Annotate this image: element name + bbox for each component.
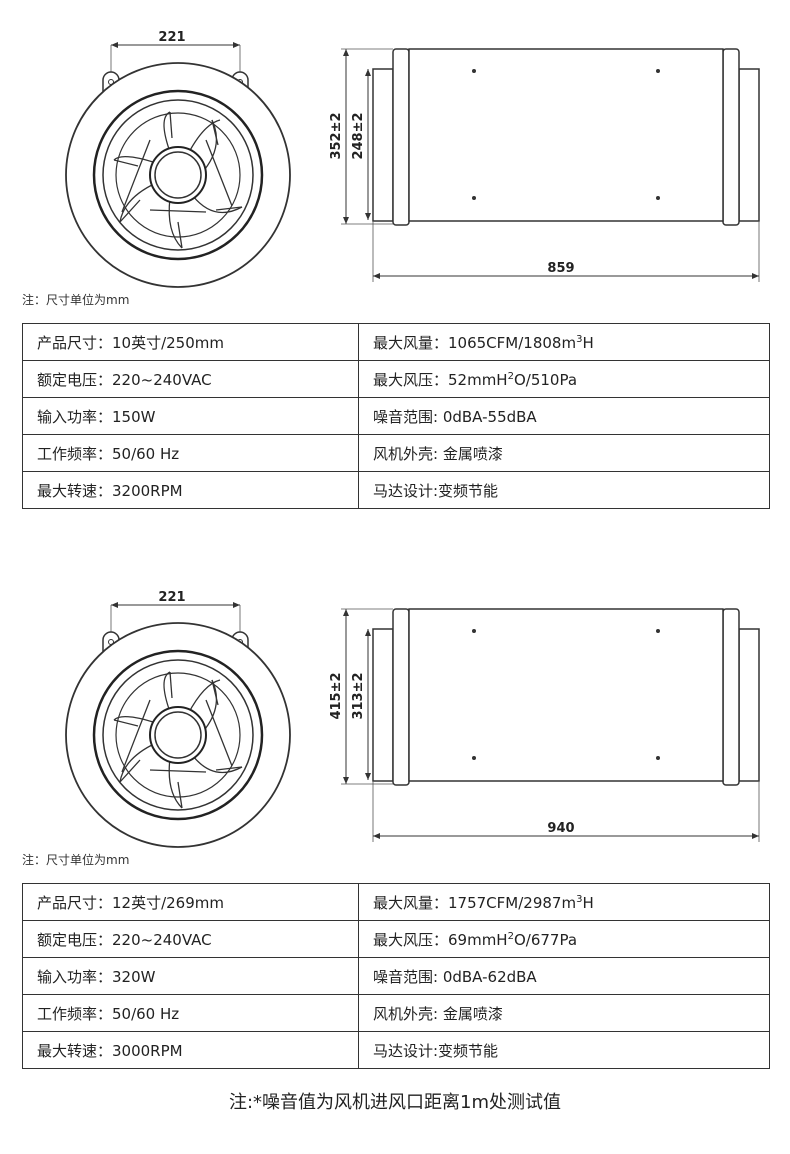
product-spec-section: 221: [0, 560, 790, 1120]
spec-cell: 马达设计:变频节能: [358, 471, 770, 509]
spec-cell: 噪音范围: 0dBA-62dBA: [358, 957, 770, 995]
front-width-label: 221: [158, 590, 185, 605]
table-row: 输入功率：150W 噪音范围: 0dBA-55dBA: [22, 397, 770, 435]
table-row: 产品尺寸：12英寸/269mm 最大风量：1757CFM/2987m3H: [22, 883, 770, 921]
spec-cell: 产品尺寸：10英寸/250mm: [22, 323, 359, 361]
spec-cell: 输入功率：150W: [22, 397, 359, 435]
outer-diameter-label: 352±2: [329, 112, 344, 159]
spec-cell: 风机外壳: 金属喷漆: [358, 434, 770, 472]
inner-diameter-label: 313±2: [351, 672, 366, 719]
technical-drawing: 221: [65, 590, 760, 848]
table-row: 产品尺寸：10英寸/250mm 最大风量：1065CFM/1808m3H: [22, 323, 770, 361]
spec-cell: 额定电压：220~240VAC: [22, 360, 359, 398]
length-label: 940: [547, 821, 574, 836]
spec-cell: 输入功率：320W: [22, 957, 359, 995]
spec-cell: 工作频率：50/60 Hz: [22, 994, 359, 1032]
spec-table: 产品尺寸：10英寸/250mm 最大风量：1065CFM/1808m3H 额定电…: [22, 323, 770, 509]
table-row: 额定电压：220~240VAC 最大风压：69mmH2O/677Pa: [22, 920, 770, 958]
table-row: 最大转速：3000RPM 马达设计:变频节能: [22, 1031, 770, 1069]
unit-note: 注：尺寸单位为mm: [22, 293, 130, 307]
inner-diameter-label: 248±2: [351, 112, 366, 159]
spec-cell: 最大风量：1065CFM/1808m3H: [358, 323, 770, 361]
spec-cell: 工作频率：50/60 Hz: [22, 434, 359, 472]
spec-cell: 最大转速：3200RPM: [22, 471, 359, 509]
spec-cell: 风机外壳: 金属喷漆: [358, 994, 770, 1032]
outer-diameter-label: 415±2: [329, 672, 344, 719]
table-row: 最大转速：3200RPM 马达设计:变频节能: [22, 471, 770, 509]
spec-cell: 产品尺寸：12英寸/269mm: [22, 883, 359, 921]
table-row: 额定电压：220~240VAC 最大风压：52mmH2O/510Pa: [22, 360, 770, 398]
side-view-drawing: 415±2 313±2 940: [329, 608, 760, 842]
table-row: 输入功率：320W 噪音范围: 0dBA-62dBA: [22, 957, 770, 995]
spec-cell: 噪音范围: 0dBA-55dBA: [358, 397, 770, 435]
spec-cell: 额定电压：220~240VAC: [22, 920, 359, 958]
spec-cell: 最大转速：3000RPM: [22, 1031, 359, 1069]
length-label: 859: [547, 261, 574, 276]
spec-cell: 最大风量：1757CFM/2987m3H: [358, 883, 770, 921]
front-width-label: 221: [158, 30, 185, 45]
side-view-drawing: 352±2 248±2 859: [329, 48, 760, 282]
front-view-drawing: 221: [65, 590, 291, 848]
front-view-drawing: 221: [65, 30, 291, 288]
technical-drawing: 221: [65, 30, 760, 288]
table-row: 工作频率：50/60 Hz 风机外壳: 金属喷漆: [22, 434, 770, 472]
spec-cell: 马达设计:变频节能: [358, 1031, 770, 1069]
footer-note: 注:*噪音值为风机进风口距离1m处测试值: [228, 1092, 562, 1113]
spec-cell: 最大风压：69mmH2O/677Pa: [358, 920, 770, 958]
table-row: 工作频率：50/60 Hz 风机外壳: 金属喷漆: [22, 994, 770, 1032]
unit-note: 注：尺寸单位为mm: [22, 853, 130, 867]
spec-cell: 最大风压：52mmH2O/510Pa: [358, 360, 770, 398]
spec-table: 产品尺寸：12英寸/269mm 最大风量：1757CFM/2987m3H 额定电…: [22, 883, 770, 1069]
product-spec-section: 221: [0, 0, 790, 560]
